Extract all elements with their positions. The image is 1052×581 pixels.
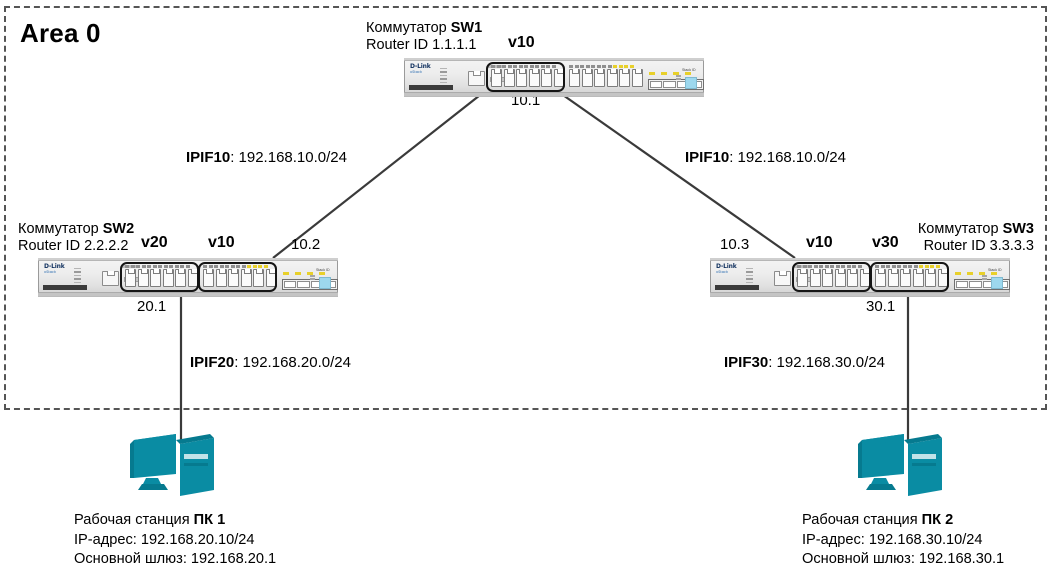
sw2-vlan-v20-port-group[interactable] [120, 262, 199, 292]
link-label-ipif10-left: IPIF10: 192.168.10.0/24 [186, 149, 347, 166]
sw2-ip-20-1: 20.1 [137, 298, 167, 315]
workstation-pc1-icon[interactable] [128, 428, 220, 500]
sw1-port-bank-1 [488, 64, 565, 90]
sw3-vlan-v30-port-group[interactable] [870, 262, 949, 292]
sw3-port-bank-2 [872, 264, 949, 290]
sw2-router-id: Router ID 2.2.2.2 [18, 238, 129, 254]
sw1-port-bank-2 [566, 64, 643, 90]
sw1-model-plate [409, 85, 453, 90]
sw1-console-port [468, 71, 485, 86]
sw1-label-strip [488, 65, 502, 68]
sw3-right-marking: Stack ID [988, 268, 1002, 272]
sw1-vlan-v10-label: v10 [508, 34, 535, 51]
sw1-router-id: Router ID 1.1.1.1 [366, 37, 477, 53]
sw3-top-stripe [710, 258, 1010, 261]
sw3-ip-10-3: 10.3 [720, 236, 750, 253]
sw3-vlan-v30-label: v30 [872, 234, 899, 251]
ospf-area-boundary [4, 6, 1047, 410]
sw1-right-marking: Stack ID [682, 68, 696, 72]
sw3-bottom-stripe [710, 292, 1010, 296]
pc1-title: Рабочая станция ПК 1 [74, 512, 226, 528]
pc2-gateway: Основной шлюз: 192.168.30.1 [802, 551, 1005, 567]
sw3-sfp-leds [955, 272, 997, 275]
sw1-sfp-leds [649, 72, 691, 75]
sw1-name: Коммутатор SW1 [366, 20, 483, 36]
sw3-status-leds [746, 266, 768, 287]
sw3-model-plate [715, 285, 759, 290]
sw2-top-stripe [38, 258, 338, 261]
sw1-stack-display [685, 77, 697, 89]
sw1-ip-10-1: 10.1 [511, 92, 541, 109]
sw3-router-id: Router ID 3.3.3.3 [923, 238, 1034, 254]
pc1-ip-address: IP-адрес: 192.168.20.10/24 [74, 532, 255, 548]
area-title: Area 0 [20, 18, 101, 48]
sw2-ip-10-2: 10.2 [291, 236, 321, 253]
sw3-name: Коммутатор SW3 [917, 221, 1034, 237]
link-label-ipif20: IPIF20: 192.168.20.0/24 [190, 354, 351, 371]
sw3-label-strip [794, 265, 808, 268]
pc2-title: Рабочая станция ПК 2 [802, 512, 954, 528]
workstation-pc2-icon[interactable] [856, 428, 948, 500]
sw3-right-leds [982, 275, 987, 280]
sw2-status-leds [74, 266, 96, 287]
sw2-right-leds [310, 275, 315, 280]
sw2-bottom-stripe [38, 292, 338, 296]
sw3-port-bank-1 [794, 264, 871, 290]
sw2-name: Коммутатор SW2 [18, 221, 135, 237]
sw3-stack-display [991, 277, 1003, 289]
sw1-right-leds [676, 75, 681, 80]
sw2-vlan-v10-port-group[interactable] [198, 262, 277, 292]
sw1-vlan-v10-port-group[interactable] [486, 62, 565, 92]
sw1-top-stripe [404, 58, 704, 61]
sw2-right-marking: Stack ID [316, 268, 330, 272]
sw1-status-leds [440, 66, 462, 87]
sw2-console-port [102, 271, 119, 286]
link-label-ipif30: IPIF30: 192.168.30.0/24 [724, 354, 885, 371]
sw3-ip-30-1: 30.1 [866, 298, 896, 315]
pc2-ip-address: IP-адрес: 192.168.30.10/24 [802, 532, 983, 548]
sw2-sfp-leds [283, 272, 325, 275]
sw3-console-port [774, 271, 791, 286]
desktop-computer-icon [858, 434, 942, 496]
link-label-ipif10-right: IPIF10: 192.168.10.0/24 [685, 149, 846, 166]
sw3-vlan-v10-label: v10 [806, 234, 833, 251]
sw2-label-strip [122, 265, 136, 268]
sw2-stack-display [319, 277, 331, 289]
sw2-vlan-v20-label: v20 [141, 234, 168, 251]
sw2-vlan-v10-label: v10 [208, 234, 235, 251]
pc1-gateway: Основной шлюз: 192.168.20.1 [74, 551, 277, 567]
sw1-bottom-stripe [404, 92, 704, 96]
sw3-vlan-v10-port-group[interactable] [792, 262, 871, 292]
sw2-model-plate [43, 285, 87, 290]
desktop-computer-icon [130, 434, 214, 496]
